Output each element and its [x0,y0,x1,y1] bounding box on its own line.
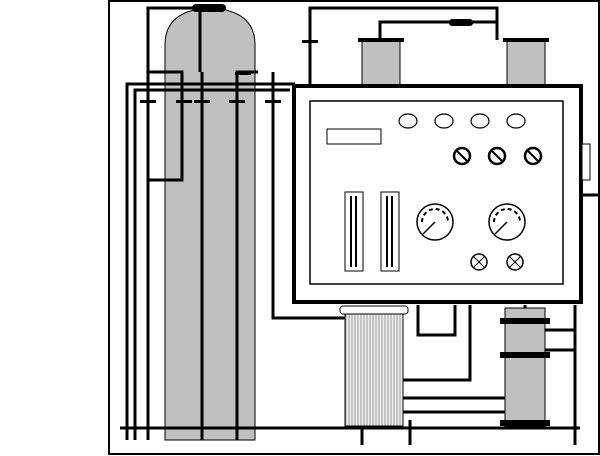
pressure-gauge-icon [488,203,526,241]
indicator-lamp-icon [434,113,454,129]
pressure-gauge-icon [416,203,454,241]
membrane-housing [504,307,546,427]
cylinder-left [361,39,401,87]
cylinder-right [506,39,546,87]
indicator-lamp-icon [470,113,490,129]
rotary-switch-icon[interactable] [452,146,472,166]
control-panel [292,84,591,304]
flow-meter-icon [344,191,364,272]
rotary-switch-icon[interactable] [487,146,507,166]
alarm-lamp-icon [470,253,488,271]
alarm-lamp-icon [506,253,524,271]
rotary-switch-icon[interactable] [523,146,543,166]
indicator-lamp-icon [506,113,526,129]
indicator-lamp-icon [398,113,418,129]
flow-meter-icon [380,191,400,272]
pressure-vessel [164,4,256,441]
display-window [326,128,382,145]
cartridge-filter [344,307,404,427]
